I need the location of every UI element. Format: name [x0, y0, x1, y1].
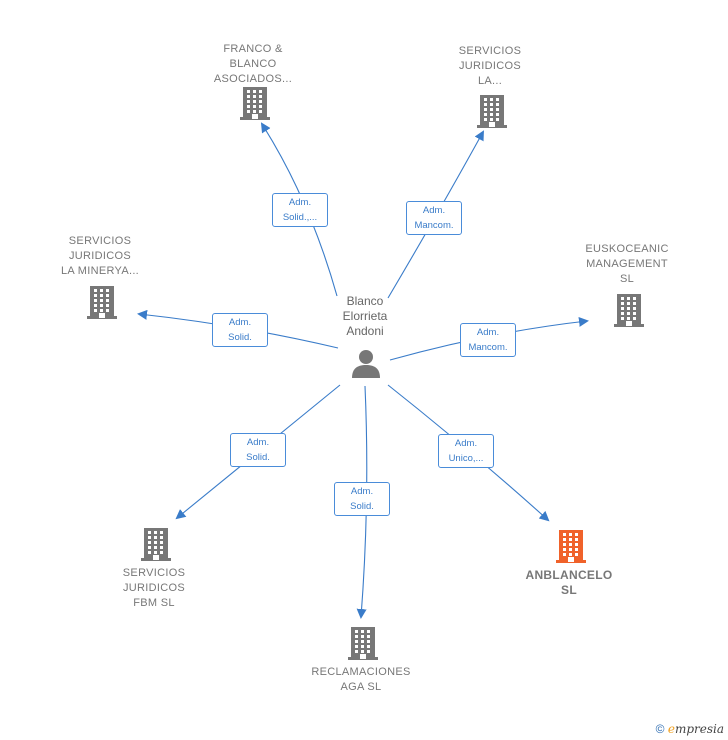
- company-label-sj-minerya[interactable]: SERVICIOS JURIDICOS LA MINERYA...: [30, 234, 170, 279]
- relation-badge-sj-fbm[interactable]: Adm. Solid.: [230, 433, 286, 467]
- relation-line: Mancom.: [468, 342, 508, 353]
- company-name-line: SERVICIOS: [68, 235, 132, 247]
- company-name-line: AGA SL: [340, 681, 382, 693]
- relation-line: Adm.: [422, 205, 446, 216]
- company-label-franco[interactable]: FRANCO & BLANCO ASOCIADOS...: [183, 42, 323, 87]
- relation-line: Mancom.: [414, 220, 454, 231]
- relation-badge-sj-la[interactable]: Adm. Mancom.: [406, 201, 462, 235]
- relation-line: Unico,...: [448, 453, 484, 464]
- relation-badge-euskoceanic[interactable]: Adm. Mancom.: [460, 323, 516, 357]
- building-icon[interactable]: [347, 625, 379, 661]
- company-name-line: ANBLANCELO: [525, 568, 613, 582]
- center-person-name: Blanco Elorrieta Andoni: [323, 294, 407, 339]
- relation-line: Adm.: [476, 327, 500, 338]
- building-icon[interactable]: [555, 528, 587, 564]
- company-name-line: ASOCIADOS...: [213, 73, 293, 85]
- center-name-line: Andoni: [346, 324, 384, 338]
- company-name-line: LA...: [477, 75, 503, 87]
- building-icon[interactable]: [86, 284, 118, 320]
- footer-brand: © empresia: [656, 722, 724, 736]
- brand-initial: e: [667, 722, 675, 736]
- person-icon[interactable]: [350, 348, 382, 380]
- copyright-icon: ©: [655, 722, 665, 736]
- company-label-sj-fbm[interactable]: SERVICIOS JURIDICOS FBM SL: [84, 566, 224, 611]
- relation-badge-franco[interactable]: Adm. Solid.,...: [272, 193, 328, 227]
- relation-line: Solid.: [350, 501, 374, 512]
- relation-badge-reclamaciones[interactable]: Adm. Solid.: [334, 482, 390, 516]
- building-icon[interactable]: [613, 292, 645, 328]
- company-name-line: SERVICIOS: [458, 45, 522, 57]
- relation-line: Adm.: [454, 438, 478, 449]
- relation-line: Solid.: [246, 452, 270, 463]
- building-icon[interactable]: [140, 526, 172, 562]
- company-name-line: JURIDICOS: [459, 60, 521, 72]
- company-name-line: EUSKOCEANIC: [585, 243, 669, 255]
- relation-badge-anblancelo[interactable]: Adm. Unico,...: [438, 434, 494, 468]
- brand-logo[interactable]: empresia: [668, 722, 724, 736]
- relation-line: Adm.: [288, 197, 312, 208]
- company-name-line: BLANCO: [229, 58, 277, 70]
- company-name-line: SERVICIOS: [122, 567, 186, 579]
- center-name-line: Blanco: [346, 294, 384, 308]
- relation-line: Solid.: [228, 332, 252, 343]
- company-name-line: JURIDICOS: [123, 582, 185, 594]
- relation-badge-sj-minerya[interactable]: Adm. Solid.: [212, 313, 268, 347]
- company-name-line: MANAGEMENT: [586, 258, 668, 270]
- company-label-euskoceanic[interactable]: EUSKOCEANIC MANAGEMENT SL: [557, 242, 697, 287]
- building-icon[interactable]: [476, 93, 508, 129]
- company-label-sj-la[interactable]: SERVICIOS JURIDICOS LA...: [420, 44, 560, 89]
- relation-line: Solid.,...: [282, 212, 318, 223]
- company-name-line: FBM SL: [133, 597, 175, 609]
- building-icon[interactable]: [239, 85, 271, 121]
- relation-line: Adm.: [350, 486, 374, 497]
- company-name-line: FRANCO &: [223, 43, 283, 55]
- relation-line: Adm.: [246, 437, 270, 448]
- company-name-line: JURIDICOS: [69, 250, 131, 262]
- company-label-reclamaciones[interactable]: RECLAMACIONES AGA SL: [291, 665, 431, 695]
- center-name-line: Elorrieta: [342, 309, 388, 323]
- brand-rest: mpresia: [674, 722, 724, 736]
- company-name-line: SL: [561, 583, 577, 597]
- relation-line: Adm.: [228, 317, 252, 328]
- company-name-line: LA MINERYA...: [60, 265, 140, 277]
- company-name-line: SL: [619, 273, 635, 285]
- company-name-line: RECLAMACIONES: [311, 666, 411, 678]
